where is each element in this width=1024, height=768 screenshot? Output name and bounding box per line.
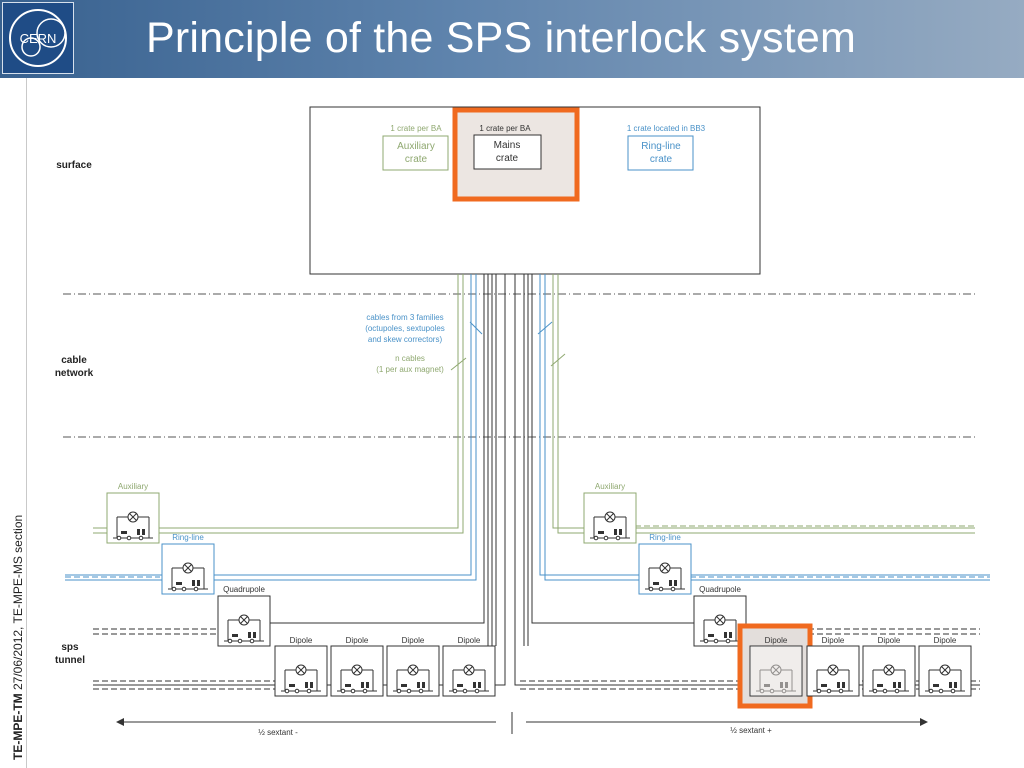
magnet-label: Dipole <box>290 636 313 645</box>
cables-note-3: and skew correctors) <box>368 335 443 344</box>
magnet-label: Ring-line <box>172 533 204 542</box>
logo-text: CERN <box>20 31 57 46</box>
mains-crate-label-2: crate <box>496 153 519 164</box>
ringline-crate <box>627 135 694 171</box>
magnet-label: Auxiliary <box>118 482 148 491</box>
magnet-quadrupole-left: Quadrupole <box>217 585 271 647</box>
footer-org: TE-MPE-TM <box>11 693 25 760</box>
magnet-auxiliary-left: Auxiliary <box>106 482 160 544</box>
cables-note-2: (octupoles, sextupoles <box>365 324 445 333</box>
zone-tunnel-2: tunnel <box>55 655 85 666</box>
mains-crate-caption: 1 crate per BA <box>479 124 531 133</box>
magnet-label: Dipole <box>346 636 369 645</box>
zone-surface: surface <box>56 160 92 171</box>
auxiliary-crate <box>382 135 449 171</box>
zone-cable-2: network <box>55 368 94 379</box>
magnet-label: Dipole <box>934 636 957 645</box>
ring-crate-label-1: Ring-line <box>641 141 681 152</box>
cern-logo: CERN <box>2 2 74 74</box>
mains-crate-label-1: Mains <box>494 140 521 151</box>
magnet-dipole-right-4: Dipole <box>918 636 972 697</box>
mains-crate <box>473 134 542 170</box>
magnet-label: Quadrupole <box>699 585 741 594</box>
magnet-ringline-right: Ring-line <box>638 533 692 595</box>
magnet-dipole-left-1: Dipole <box>274 636 328 697</box>
magnet-dipole-right-3: Dipole <box>862 636 916 697</box>
sextant-plus-label: ½ sextant + <box>730 726 772 735</box>
magnet-label: Auxiliary <box>595 482 625 491</box>
magnet-auxiliary-right: Auxiliary <box>583 482 637 544</box>
magnet-dipole-right-1: Dipole <box>737 623 813 709</box>
magnet-label: Dipole <box>878 636 901 645</box>
footer-text: TE-MPE-TM 27/06/2012, TE-MPE-MS section <box>11 515 25 760</box>
magnet-label: Dipole <box>765 636 788 645</box>
zone-tunnel-1: sps <box>61 642 79 653</box>
side-footer: TE-MPE-TM 27/06/2012, TE-MPE-MS section <box>0 78 27 768</box>
interlock-diagram: 1 crate per BA Auxiliary crate 1 crate p… <box>55 106 990 737</box>
magnet-label: Ring-line <box>649 533 681 542</box>
aux-crate-caption: 1 crate per BA <box>390 124 442 133</box>
slide-title: Principle of the SPS interlock system <box>146 14 857 62</box>
ring-crate-caption: 1 crate located in BB3 <box>627 124 706 133</box>
zone-cable-1: cable <box>61 355 87 366</box>
magnet-label: Dipole <box>458 636 481 645</box>
magnet-dipole-left-4: Dipole <box>442 636 496 697</box>
magnet-label: Dipole <box>822 636 845 645</box>
footer-detail: 27/06/2012, TE-MPE-MS section <box>11 514 25 694</box>
sextant-minus-label: ½ sextant - <box>258 728 298 737</box>
magnet-label: Quadrupole <box>223 585 265 594</box>
n-cables-note-1: n cables <box>395 354 425 363</box>
magnet-label: Dipole <box>402 636 425 645</box>
aux-crate-label-2: crate <box>405 154 428 165</box>
magnet-dipole-left-2: Dipole <box>330 636 384 697</box>
title-banner: CERN Principle of the SPS interlock syst… <box>0 0 1024 78</box>
n-cables-note-2: (1 per aux magnet) <box>376 365 444 374</box>
magnet-ringline-left: Ring-line <box>161 533 215 595</box>
magnet-dipole-right-2: Dipole <box>806 636 860 697</box>
cables-note-1: cables from 3 families <box>366 313 443 322</box>
aux-crate-label-1: Auxiliary <box>397 141 435 152</box>
ring-crate-label-2: crate <box>650 154 673 165</box>
magnet-dipole-left-3: Dipole <box>386 636 440 697</box>
magnet-quadrupole-right: Quadrupole <box>693 585 747 647</box>
